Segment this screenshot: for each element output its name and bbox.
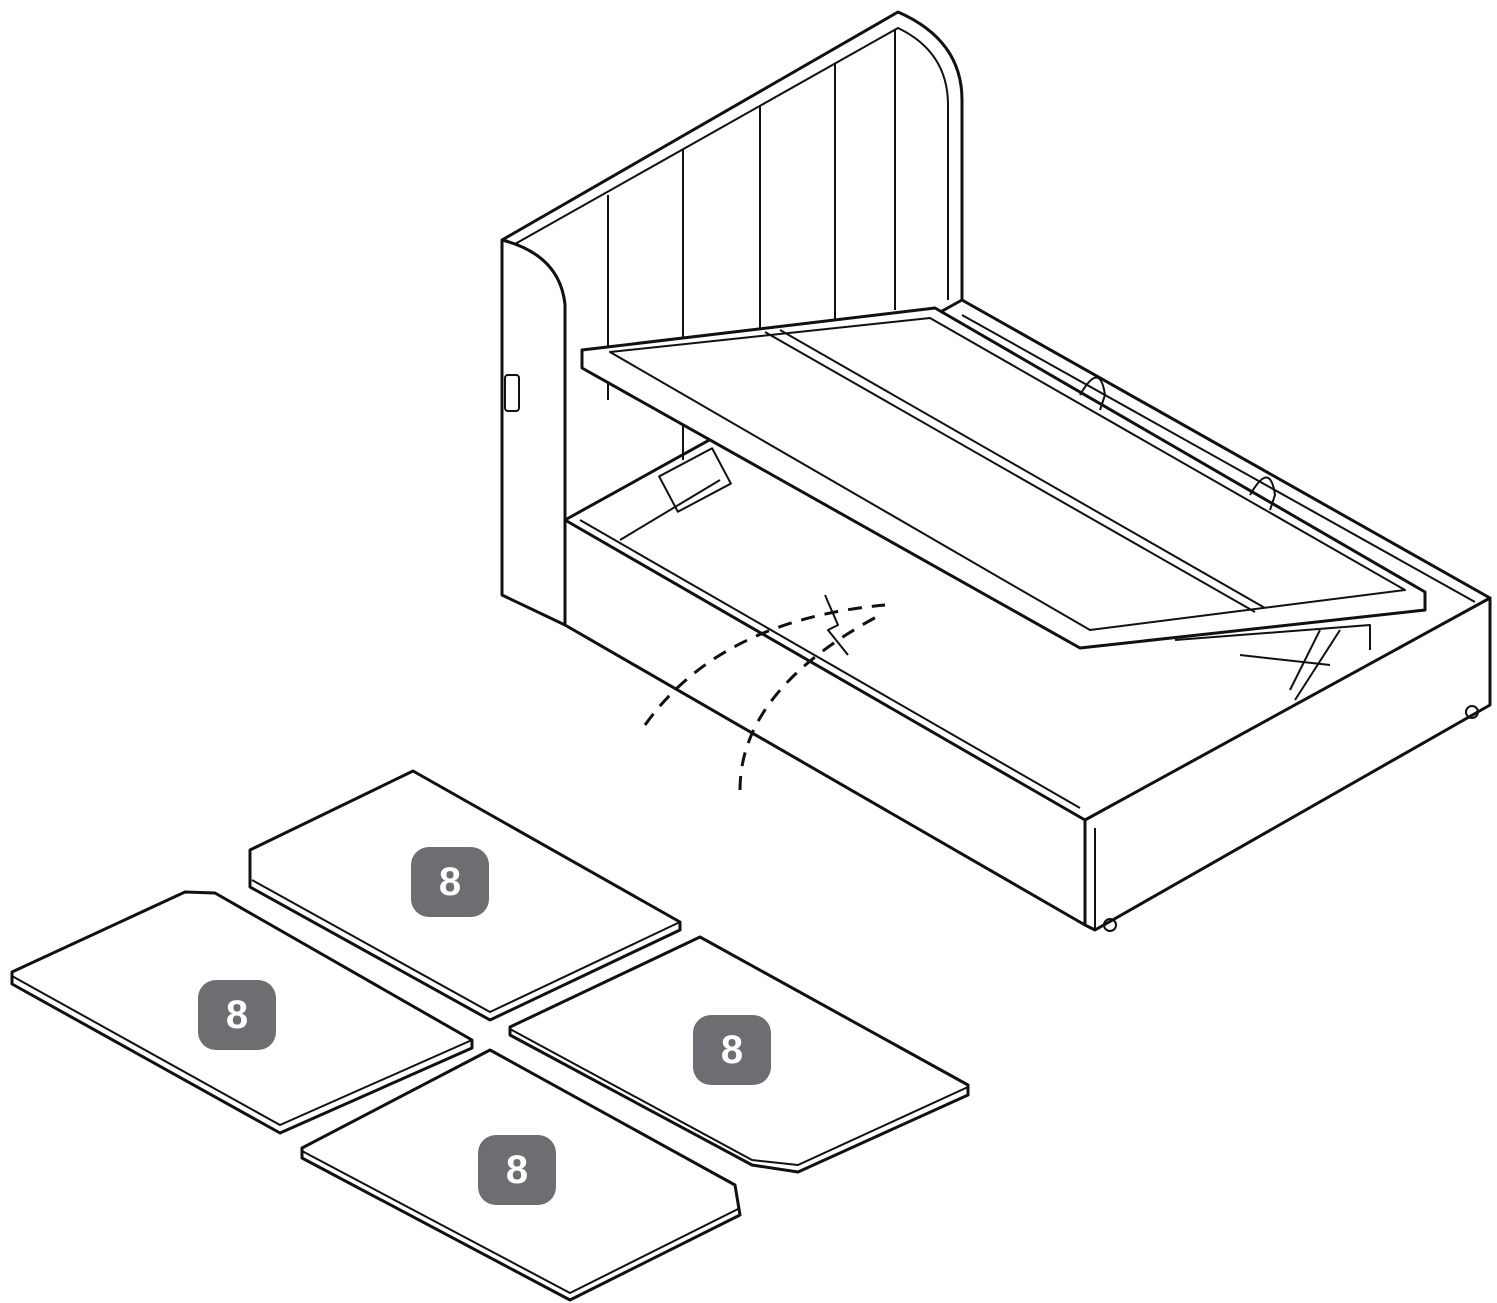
- power-socket-icon: [658, 447, 732, 513]
- part-number-badge: 8: [198, 980, 276, 1050]
- lifted-lid: [580, 306, 1427, 650]
- motion-arrows: [643, 594, 886, 791]
- part-number-badge: 8: [693, 1015, 771, 1085]
- handle-strap-icon: [1249, 476, 1276, 511]
- part-number-badge: 8: [478, 1135, 556, 1205]
- part-number-badge: 8: [411, 847, 489, 917]
- gas-lift-mechanism: [1174, 624, 1371, 701]
- handle-strap-icon: [1079, 376, 1106, 411]
- side-panel: [500, 238, 567, 627]
- usb-port-icon: [504, 374, 520, 412]
- bed-base: [563, 298, 1492, 932]
